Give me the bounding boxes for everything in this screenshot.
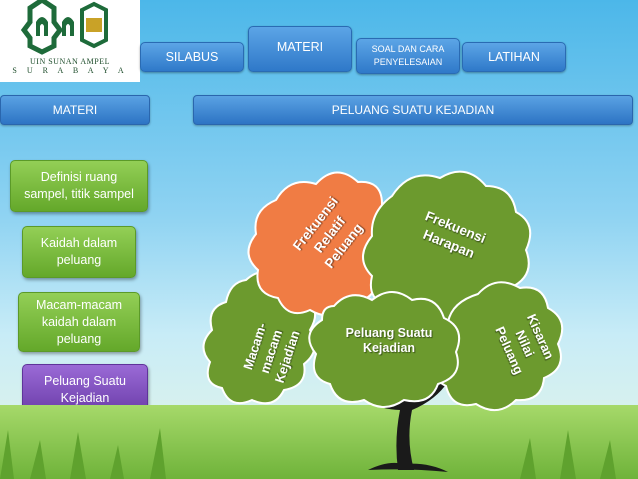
crown-frekuensi-relatif[interactable] bbox=[247, 171, 394, 317]
crown-peluang-kejadian[interactable] bbox=[308, 291, 460, 408]
sidebar-item-label: Macam-macam bbox=[35, 297, 123, 312]
nav-silabus-button[interactable]: SILABUS bbox=[140, 42, 244, 72]
nav-materi-label: MATERI bbox=[276, 40, 324, 54]
sidebar-item-label: Kaidah dalam bbox=[40, 236, 118, 250]
sidebar-item-kaidah[interactable]: Kaidah dalam peluang bbox=[22, 226, 136, 278]
crown-label-line: Peluang Suatu bbox=[345, 326, 433, 340]
nav-materi-button[interactable]: MATERI bbox=[248, 26, 352, 72]
sidebar-item-label: kaidah dalam bbox=[41, 314, 117, 329]
nav-soal-label-line2: PENYELESAIAN bbox=[373, 57, 443, 67]
crown-label-line: Kejadian bbox=[362, 341, 416, 355]
sidebar-item-label: peluang bbox=[56, 331, 102, 346]
sidebar-item-macam-kaidah[interactable]: Macam-macam kaidah dalam peluang bbox=[18, 292, 140, 352]
crown-label-center: Peluang Suatu Kejadian bbox=[334, 326, 444, 356]
nav-soal-label-line1: SOAL DAN CARA bbox=[371, 44, 445, 54]
sidebar-item-definisi[interactable]: Definisi ruang sampel, titik sampel bbox=[10, 160, 148, 212]
nav-silabus-label: SILABUS bbox=[165, 50, 219, 64]
logo: UIN SUNAN AMPEL S U R A B A Y A bbox=[0, 0, 140, 82]
sidebar-item-label: Definisi ruang bbox=[40, 170, 118, 184]
sidebar-item-label: peluang bbox=[56, 253, 102, 267]
sidebar-item-label: Peluang Suatu bbox=[43, 374, 126, 388]
page-title: PELUANG SUATU KEJADIAN bbox=[193, 95, 633, 125]
logo-city: S U R A B A Y A bbox=[12, 66, 128, 75]
university-emblem-icon bbox=[20, 0, 108, 55]
nav-latihan-label: LATIHAN bbox=[488, 50, 540, 64]
logo-name: UIN SUNAN AMPEL bbox=[30, 57, 110, 66]
nav-soal-button[interactable]: SOAL DAN CARA PENYELESAIAN bbox=[356, 38, 460, 74]
nav-latihan-button[interactable]: LATIHAN bbox=[462, 42, 566, 72]
sidebar-item-label: Kejadian bbox=[60, 391, 110, 405]
sidebar-item-label: sampel, titik sampel bbox=[24, 187, 134, 201]
section-materi-header: MATERI bbox=[0, 95, 150, 125]
